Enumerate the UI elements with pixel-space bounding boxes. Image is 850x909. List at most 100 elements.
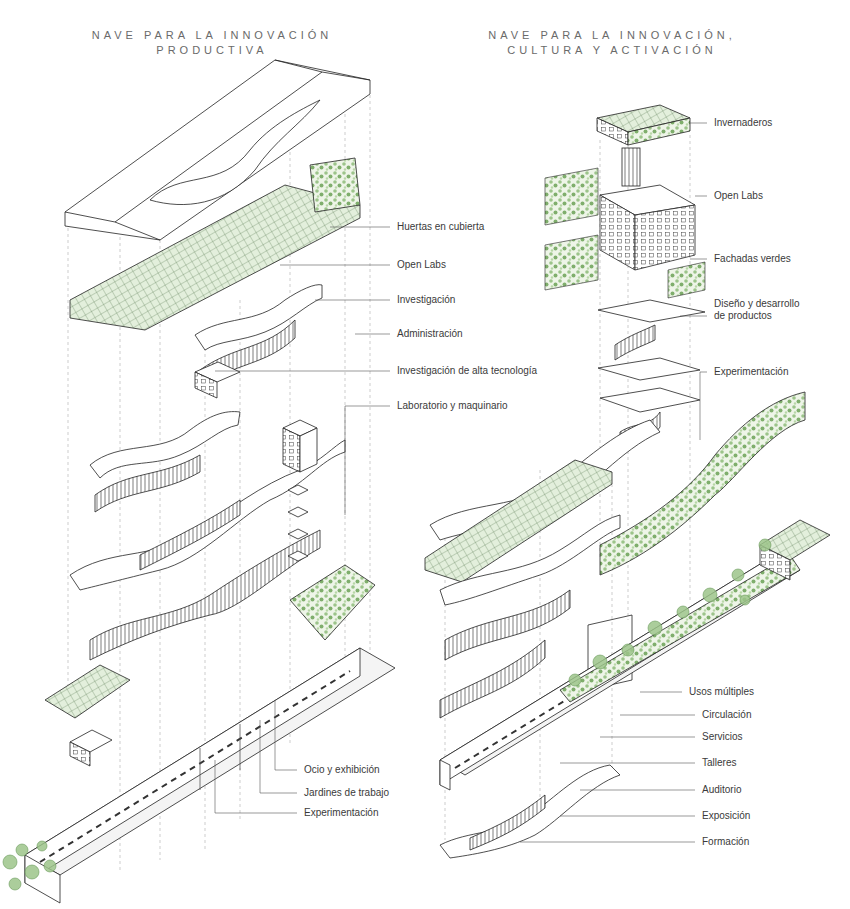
leader-lines [690, 259, 707, 260]
trees [3, 841, 56, 890]
leader-lines [280, 265, 390, 266]
callout-label: Investigación [395, 294, 457, 306]
leader-lines [345, 406, 390, 515]
trees-right [569, 674, 581, 686]
leader-lines [695, 196, 707, 197]
callout-label: Open Labs [712, 190, 765, 202]
lab-block [635, 205, 695, 270]
callout-label: Laboratorio y maquinario [395, 400, 510, 412]
trees [25, 865, 39, 879]
base-hall-right [560, 555, 800, 702]
floor-plates [90, 412, 240, 478]
floor-plates [140, 500, 240, 570]
trees [3, 855, 17, 869]
leader-lines [600, 737, 695, 738]
leader-lines [700, 372, 707, 440]
tower-and-modules [290, 565, 375, 640]
tower-and-modules [288, 529, 308, 539]
base-hall [25, 648, 395, 903]
floor-plates [195, 285, 322, 350]
auditorium-plate [440, 765, 620, 858]
greenhouse [622, 148, 640, 186]
right-plates [425, 460, 612, 582]
trees-right [593, 655, 607, 669]
leader-lines [560, 763, 695, 764]
tower-and-modules [70, 742, 90, 766]
leader-lines [520, 842, 695, 843]
green-facades [545, 168, 705, 298]
base-hall-right [440, 520, 830, 790]
leader-lines [215, 123, 707, 842]
trees [37, 841, 47, 851]
leader-lines [315, 300, 390, 301]
tower-and-modules [45, 420, 375, 766]
tower-and-modules [288, 507, 308, 517]
roof-garden [310, 158, 360, 212]
small-plates [598, 300, 705, 322]
trees-right [740, 595, 750, 605]
leader-lines [580, 790, 695, 791]
leader-lines [215, 371, 390, 372]
callout-label: Invernaderos [712, 117, 774, 129]
callout-label: Ocio y exhibición [302, 764, 382, 776]
trees-right [648, 621, 662, 635]
callout-label: Huertas en cubierta [395, 221, 486, 233]
projection-lines [68, 228, 69, 700]
leader-lines [330, 227, 390, 228]
trees-right [622, 644, 634, 656]
callout-label: Administración [395, 328, 465, 340]
leader-lines [620, 715, 695, 716]
callout-label: Diseño y desarrollo de productos [712, 298, 806, 322]
floor-plates [195, 372, 217, 398]
base-hall [200, 724, 240, 790]
trees-right [677, 606, 689, 618]
callout-label: Formación [700, 836, 751, 848]
leader-lines [640, 692, 682, 693]
projection-lines [370, 95, 371, 655]
callout-label: Usos múltiples [687, 686, 756, 698]
green-facades [545, 235, 598, 290]
auditorium-plate [440, 765, 620, 858]
small-plates [598, 358, 700, 380]
floor-plates [90, 530, 320, 660]
leader-lines [355, 334, 390, 335]
callout-label: Experimentación [712, 366, 790, 378]
greenhouse [628, 118, 690, 145]
callout-label: Exposición [700, 810, 752, 822]
lab-block [600, 185, 695, 270]
tower-and-modules [288, 485, 308, 495]
small-plates [600, 388, 700, 412]
right-plates [440, 515, 620, 605]
tower-and-modules [283, 428, 300, 472]
callout-label: Talleres [700, 757, 738, 769]
small-plates [615, 325, 655, 360]
callout-label: Experimentación [302, 807, 380, 819]
callout-label: Servicios [700, 731, 745, 743]
callout-label: Fachadas verdes [712, 253, 793, 265]
callout-label: Open Labs [395, 259, 448, 271]
green-facades [545, 168, 598, 225]
trees-right [759, 539, 771, 551]
trees-right [569, 539, 771, 686]
trees [16, 844, 28, 856]
trees [9, 878, 21, 890]
leader-lines [275, 700, 297, 770]
section-title: NAVE PARA LA INNOVACIÓN PRODUCTIVA [45, 28, 379, 58]
tower-and-modules [288, 551, 308, 561]
leader-lines [690, 123, 707, 124]
lab-block [600, 195, 635, 270]
tower-and-modules [45, 665, 130, 718]
base-hall-right [440, 760, 450, 790]
greenhouse [597, 118, 628, 145]
tower-and-modules [300, 428, 317, 472]
roof-garden [70, 158, 360, 330]
trees-right [703, 588, 717, 602]
leader-lines [260, 720, 297, 793]
callout-label: Auditorio [700, 784, 743, 796]
greenhouse [597, 105, 690, 186]
right-plates [445, 590, 570, 660]
leader-lines [560, 816, 695, 817]
